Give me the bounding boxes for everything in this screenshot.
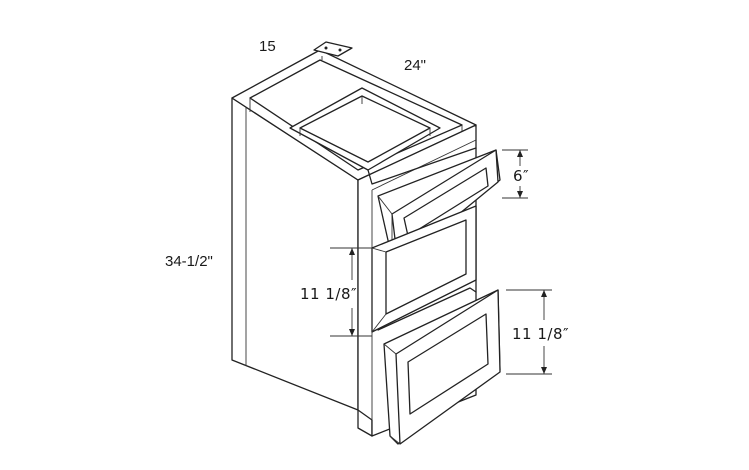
middle-drawer-front [371,205,477,333]
bottom-drawer-front [377,287,501,445]
height-label: 34-1/2" [165,253,213,270]
top-drawer-height-label: 6″ [513,167,529,185]
width-label: 24" [404,57,426,74]
dimension-bottom-drawer [506,289,552,375]
top-drawer-box [289,87,477,185]
dimension-middle-drawer [330,247,372,337]
mounting-bracket [313,41,353,57]
bottom-drawer-height-label: 11 1/8″ [512,325,569,343]
middle-drawer-height-label: 11 1/8″ [300,285,357,303]
dimension-top-drawer [502,149,528,199]
depth-label: 15 [259,38,276,55]
